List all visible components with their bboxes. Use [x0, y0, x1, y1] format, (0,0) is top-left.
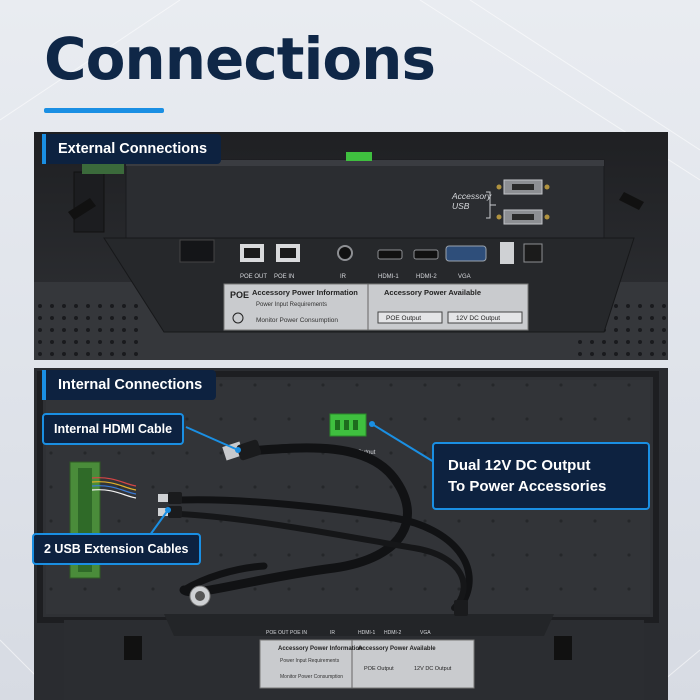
callout-dc-output: Dual 12V DC Output To Power Accessories	[432, 442, 650, 510]
callout-usb-cables-text: 2 USB Extension Cables	[44, 542, 189, 556]
page-title: Connections	[44, 25, 436, 93]
accessory-label: Accessory	[451, 191, 492, 201]
monitor-power-consumption-label-lower: Monitor Power Consumption	[280, 674, 343, 680]
dc-in-port	[523, 243, 543, 263]
usb-label: USB	[452, 201, 470, 211]
hdmi-1-label-lower: HDMI-1	[358, 630, 375, 636]
poe-out-label-lower: POE OUT	[266, 630, 289, 636]
power-input-requirements-label: Power Input Requirements	[256, 302, 327, 308]
ir-label-lower: IR	[330, 630, 335, 636]
poe-output-label: POE Output	[386, 315, 421, 322]
poe-brand-label: POE	[230, 290, 249, 300]
hdmi-1-label: HDMI-1	[378, 274, 399, 280]
ir-label: IR	[340, 274, 347, 280]
accessory-power-info-label-lower: Accessory Power Information	[278, 646, 363, 652]
monitor-power-consumption-label: Monitor Power Consumption	[256, 317, 338, 324]
power-symbol-icon	[232, 312, 244, 324]
poe-in-label: POE IN	[274, 274, 294, 280]
power-input-requirements-label-lower: Power Input Requirements	[280, 658, 340, 664]
poe-output-label-lower: POE Output	[364, 666, 394, 672]
dc-output-12v-label: 12V DC Output	[456, 315, 500, 322]
power-info-sticker-lower	[259, 639, 475, 689]
section-label-internal-text: Internal Connections	[58, 377, 203, 393]
vga-label-lower: VGA	[420, 630, 431, 636]
section-label-external-text: External Connections	[58, 141, 208, 157]
callout-hdmi-cable: Internal HDMI Cable	[42, 413, 185, 445]
hdmi-2-label-lower: HDMI-2	[384, 630, 401, 636]
hdmi-2-port	[413, 249, 439, 260]
green-terminal	[346, 152, 372, 161]
section-label-internal: Internal Connections	[42, 370, 217, 400]
poe-out-label: POE OUT	[240, 274, 267, 280]
vga-label: VGA	[458, 274, 471, 280]
ir-port	[337, 245, 353, 261]
hdmi-1-port	[377, 249, 403, 260]
callout-usb-cables: 2 USB Extension Cables	[32, 533, 201, 565]
dc-output-12v-label-lower: 12V DC Output	[414, 666, 452, 672]
section-label-external: External Connections	[42, 134, 222, 164]
accessory-power-available-label-lower: Accessory Power Available	[358, 646, 436, 652]
accessory-power-info-label: Accessory Power Information	[252, 288, 358, 297]
title-underline	[44, 108, 164, 113]
callout-hdmi-cable-text: Internal HDMI Cable	[54, 422, 173, 436]
accessory-power-available-label: Accessory Power Available	[384, 288, 481, 297]
external-connections-photo: Accessory USB POE OUT POE IN IR HDMI-	[34, 132, 668, 360]
callout-dc-output-line1: Dual 12V DC Output	[448, 457, 591, 474]
callout-dc-output-line2: To Power Accessories	[448, 478, 607, 495]
usb-vertical-port	[500, 242, 514, 264]
poe-in-label-lower: POE IN	[290, 630, 307, 636]
hdmi-2-label: HDMI-2	[416, 274, 437, 280]
vga-port	[445, 245, 487, 262]
